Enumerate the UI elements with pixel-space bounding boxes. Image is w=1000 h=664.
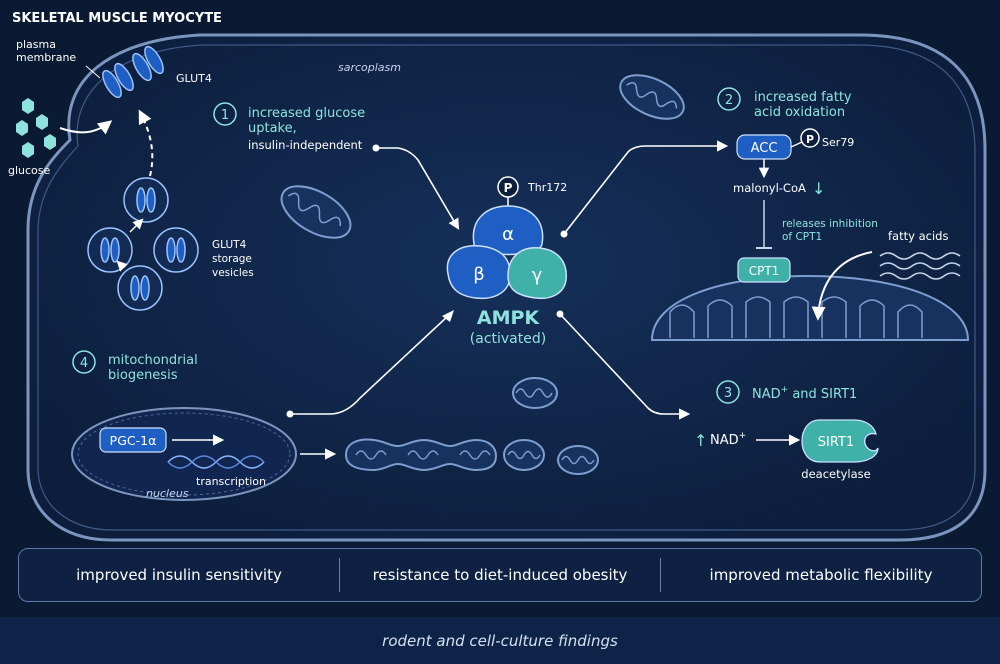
svg-text:P: P xyxy=(806,133,814,146)
malonyl-down-arrow: ↓ xyxy=(812,179,825,198)
malonyl-coa-label: malonyl-CoA xyxy=(733,181,806,195)
vesicle-arrow-small xyxy=(129,218,144,233)
glut4-label: GLUT4 xyxy=(176,72,212,85)
fatty-acid-import-arrow xyxy=(811,251,873,321)
fatty-acids-label: fatty acids xyxy=(888,229,948,243)
effect-3-number: 3 xyxy=(724,386,732,401)
deacetylase-label: deacetylase xyxy=(801,467,870,481)
svg-text:P: P xyxy=(504,181,513,195)
vesicle-translocation-arrow xyxy=(138,109,154,177)
effect-2-badge xyxy=(717,87,741,111)
sarcoplasm-label: sarcoplasm xyxy=(338,61,401,74)
sirt1-label: SIRT1 xyxy=(818,435,854,450)
dna-helix xyxy=(167,455,265,469)
ampk-state: (activated) xyxy=(470,331,546,347)
releases-inhibition-label: releases inhibition of CPT1 xyxy=(782,218,881,243)
transcription-label: transcription xyxy=(196,475,266,488)
nucleus-label: nucleus xyxy=(146,487,189,500)
effect-1-subtitle: insulin-independent xyxy=(248,138,363,152)
connector-4 xyxy=(292,315,449,415)
glut4-transporter xyxy=(102,45,164,99)
pgc1a-box xyxy=(99,427,167,453)
glucose-molecules xyxy=(16,98,56,158)
thr172-label: Thr172 xyxy=(527,181,567,194)
effect-3-title: NAD+ and SIRT1 xyxy=(752,385,857,402)
connector-1 xyxy=(378,147,460,230)
svg-text:β: β xyxy=(473,264,485,285)
outcome-insulin-sensitivity: improved insulin sensitivity xyxy=(76,566,282,584)
outcome-metabolic-flexibility: improved metabolic flexibility xyxy=(709,566,933,584)
effect-1-number: 1 xyxy=(221,108,229,123)
acc-phospho-icon xyxy=(800,128,820,148)
effect-2-title: increased fatty acid oxidation xyxy=(754,90,856,120)
sirt1-enzyme xyxy=(801,419,879,463)
effect-4-title: mitochondrial biogenesis xyxy=(108,353,202,383)
effect-1-badge xyxy=(213,102,237,126)
outcome-obesity-resistance: resistance to diet-induced obesity xyxy=(372,566,628,584)
ampk-alpha-subunit xyxy=(472,205,544,256)
effect-1-title: increased glucose uptake, xyxy=(248,106,369,136)
effect-2-number: 2 xyxy=(725,93,733,108)
mitochondrion-1 xyxy=(280,185,352,239)
outcome-divider xyxy=(660,558,661,592)
ampk-complex: P Thr172 α β γ AMPK (activated) xyxy=(446,176,567,347)
ampk-name: AMPK xyxy=(477,307,541,329)
outcomes-panel: improved insulin sensitivity resistance … xyxy=(18,548,982,602)
figure-title: SKELETAL MUSCLE MYOCYTE xyxy=(12,11,222,26)
dividing-mitochondria xyxy=(344,438,599,475)
cpt1-box xyxy=(737,257,791,283)
glut4-vesicles-label: GLUT4 storage vesicles xyxy=(212,239,255,279)
ampk-gamma-subunit xyxy=(507,247,567,300)
plasma-membrane-pointer xyxy=(85,65,101,79)
vesicle-arrow-small-2 xyxy=(116,260,128,272)
glucose-entry-arrow xyxy=(59,120,113,135)
nad-up-arrow: ↑ xyxy=(694,431,707,450)
effect-3-badge xyxy=(716,380,740,404)
ser79-label: Ser79 xyxy=(822,136,854,149)
fatty-acid-chains xyxy=(879,252,961,280)
acc-label: ACC xyxy=(751,141,778,156)
mitochondrion-2 xyxy=(619,74,685,120)
svg-text:α: α xyxy=(502,224,514,245)
connector-3 xyxy=(559,313,691,420)
effect-4-badge xyxy=(72,350,96,374)
plasma-membrane-label: plasma membrane xyxy=(16,38,76,64)
svg-text:γ: γ xyxy=(532,265,543,286)
nad-label: NAD+ xyxy=(710,431,746,448)
effect-4-number: 4 xyxy=(80,356,88,371)
glucose-label: glucose xyxy=(8,164,51,177)
connector-2 xyxy=(563,140,729,235)
cpt1-label: CPT1 xyxy=(749,264,780,278)
mitochondrion-3 xyxy=(512,377,558,409)
pgc1a-label: PGC-1α xyxy=(110,433,157,448)
mitochondrion-oxidation xyxy=(650,274,970,341)
outcome-divider xyxy=(339,558,340,592)
footer-note: rodent and cell-culture findings xyxy=(0,617,1000,664)
